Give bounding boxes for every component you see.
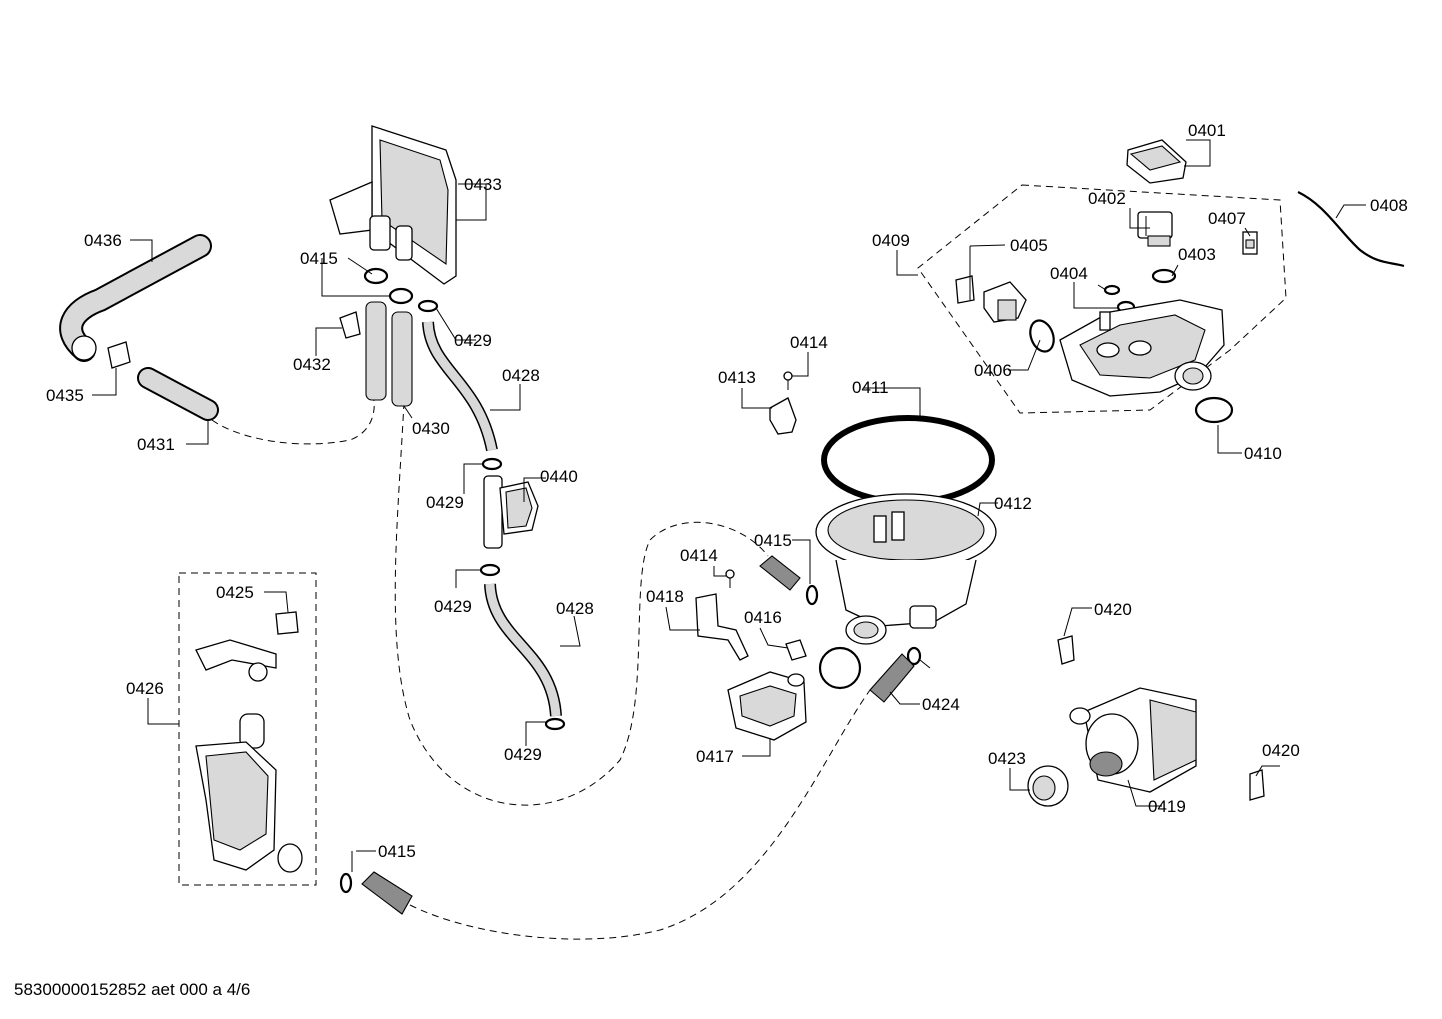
part-0432-clip	[339, 311, 361, 339]
part-0412-sump	[815, 493, 997, 645]
label-0429-4: 0429	[504, 745, 542, 764]
part-0413-bracket	[769, 397, 797, 435]
document-id: 58300000152852 aet 000 a 4/6	[14, 980, 251, 999]
part-0424-bellows-hose	[869, 653, 915, 703]
label-0414-lower: 0414	[680, 546, 718, 565]
part-0429-clamp-4	[544, 717, 566, 731]
part-0416-cap	[785, 639, 807, 661]
part-0430-corrugated-hoses	[365, 301, 413, 407]
label-0416: 0416	[744, 608, 782, 627]
part-0414-screw-lower	[725, 569, 735, 588]
label-0440: 0440	[540, 467, 578, 486]
part-0415-bellows-bottom	[361, 871, 413, 915]
part-0429-clamp-1	[417, 299, 439, 313]
label-0431: 0431	[137, 435, 175, 454]
part-0433-air-break	[329, 125, 457, 285]
part-0425-clip	[275, 611, 299, 635]
hose-route-0415-bottom	[409, 689, 871, 940]
label-0429-3: 0429	[434, 597, 472, 616]
label-0415-bottom: 0415	[378, 842, 416, 861]
part-0419-circulation-pump	[1069, 687, 1197, 793]
part-0436-hose-end	[71, 335, 97, 361]
part-0402-connector	[1137, 211, 1173, 247]
label-0407: 0407	[1208, 209, 1246, 228]
label-0414-upper: 0414	[790, 333, 828, 352]
part-0423-seal	[1027, 765, 1069, 807]
part-0440-valve	[483, 475, 539, 549]
part-0435-clip	[107, 341, 131, 369]
label-0410: 0410	[1244, 444, 1282, 463]
label-0408: 0408	[1370, 196, 1408, 215]
label-0436: 0436	[84, 231, 122, 250]
label-0429-2: 0429	[426, 493, 464, 512]
label-0424: 0424	[922, 695, 960, 714]
part-0405-valve	[955, 275, 1027, 323]
label-0413: 0413	[718, 368, 756, 387]
label-0417: 0417	[696, 747, 734, 766]
part-0428-hose-upper-inner	[423, 321, 497, 451]
part-0420-clip-upper	[1057, 635, 1075, 665]
part-0407-clip	[1242, 231, 1258, 255]
label-0406: 0406	[974, 361, 1012, 380]
part-0414-screw-upper	[783, 371, 793, 390]
part-0403-seal-ring	[1151, 268, 1177, 284]
label-0404: 0404	[1050, 264, 1088, 283]
label-0428-upper: 0428	[502, 366, 540, 385]
label-0429-1: 0429	[454, 331, 492, 350]
label-0403: 0403	[1178, 245, 1216, 264]
label-0420-upper: 0420	[1094, 600, 1132, 619]
label-0409: 0409	[872, 231, 910, 250]
group-outline-0426	[178, 572, 317, 886]
label-0401: 0401	[1188, 121, 1226, 140]
part-0429-clamp-2	[481, 457, 503, 471]
part-0420-clip-lower	[1249, 769, 1265, 801]
label-0423: 0423	[988, 749, 1026, 768]
part-0408-wire	[1297, 191, 1405, 268]
part-0410-hose-clamp	[1194, 396, 1234, 424]
part-0415-ring-mid	[805, 584, 819, 606]
label-0418: 0418	[646, 587, 684, 606]
label-0415-top: 0415	[300, 249, 338, 268]
leader-lines	[92, 139, 1366, 872]
part-0418-bracket	[695, 593, 749, 661]
label-0435: 0435	[46, 386, 84, 405]
part-0431-hose-inner	[139, 369, 217, 419]
label-0419: 0419	[1148, 797, 1186, 816]
part-0424-o-ring	[906, 646, 922, 666]
label-0420-lower: 0420	[1262, 741, 1300, 760]
part-0415-bellows-mid	[759, 555, 801, 591]
label-0432: 0432	[293, 355, 331, 374]
part-0428-hose-lower-inner	[485, 583, 561, 717]
label-0402: 0402	[1088, 189, 1126, 208]
label-0428-lower: 0428	[556, 599, 594, 618]
part-0429-clamp-3	[479, 563, 501, 577]
part-0415-ring-bottom	[339, 872, 353, 894]
part-0417-drain-pump	[727, 671, 807, 741]
label-0430: 0430	[412, 419, 450, 438]
part-0436-drain-hose-inner	[61, 236, 210, 360]
part-0426-water-switch	[195, 639, 303, 873]
part-0406-o-ring	[1029, 319, 1055, 353]
part-0412-outlet-ring	[818, 646, 862, 690]
part-0401-cover	[1126, 139, 1187, 184]
part-0404-seal-ring-upper	[1103, 284, 1121, 296]
hose-route-0430	[394, 401, 769, 806]
part-0415-ring-top-2	[388, 287, 414, 305]
hose-route-0431	[211, 391, 375, 445]
label-0426: 0426	[126, 679, 164, 698]
part-0411-seal-ring	[821, 415, 995, 505]
label-0433: 0433	[464, 175, 502, 194]
label-0411: 0411	[852, 378, 889, 397]
label-0412: 0412	[994, 494, 1032, 513]
part-0409-assembly	[1059, 299, 1225, 397]
label-0425: 0425	[216, 583, 254, 602]
part-0415-ring-top	[363, 267, 389, 285]
label-0405: 0405	[1010, 236, 1048, 255]
label-0415-mid: 0415	[754, 531, 792, 550]
